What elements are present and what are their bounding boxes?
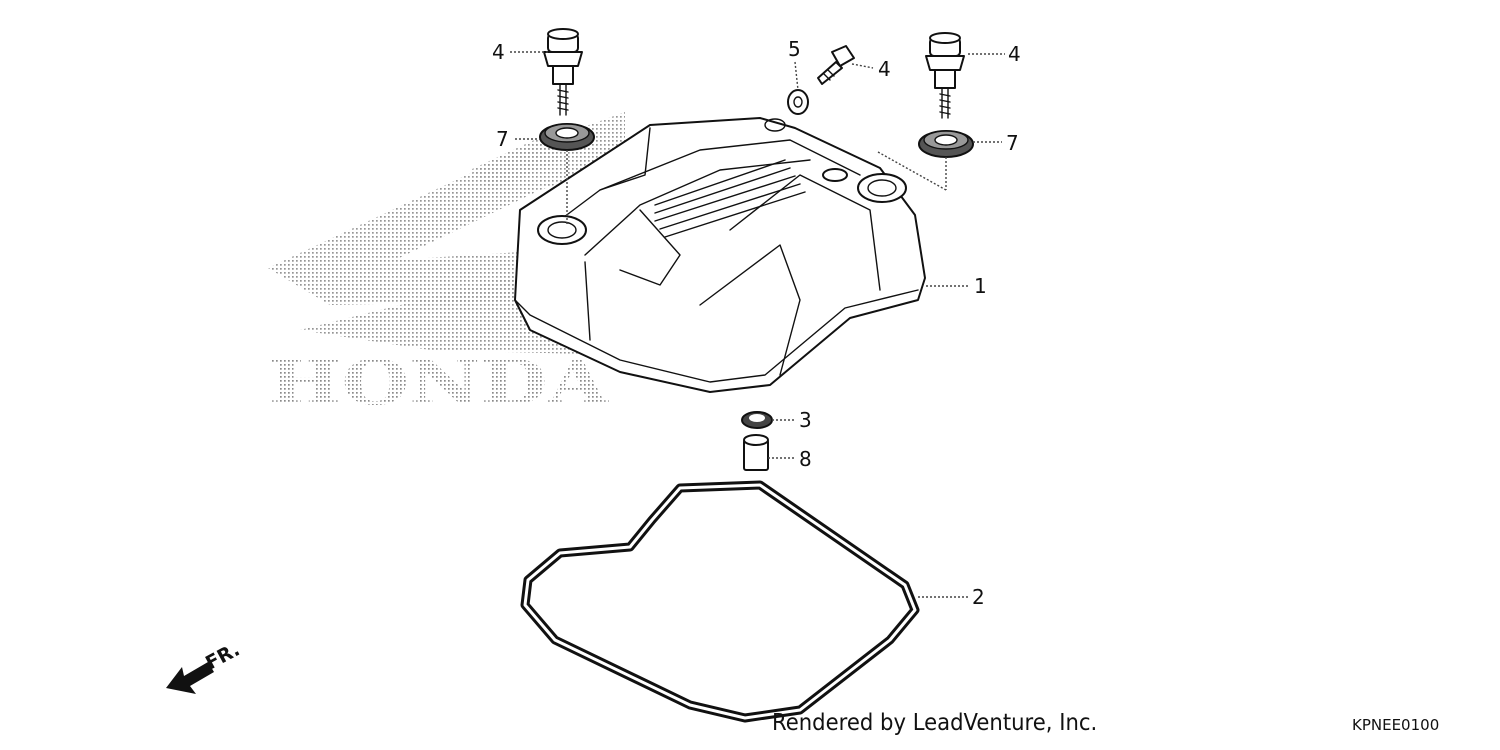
callout-6: 5 [788, 37, 801, 61]
callout-7-left: 7 [496, 127, 509, 151]
seal-ring-right [918, 130, 974, 158]
diagram-code: KPNEE0100 [1352, 716, 1440, 734]
flange-bolt-right [925, 32, 965, 119]
cylinder-head-cover [514, 117, 926, 393]
callout-4-right: 4 [1008, 42, 1021, 66]
callout-1: 1 [974, 274, 987, 298]
leader-lines [510, 51, 1005, 598]
callout-8: 8 [799, 447, 812, 471]
seal-ring-left [539, 123, 595, 151]
render-credit: Rendered by LeadVenture, Inc. [772, 710, 1098, 736]
o-ring [741, 411, 773, 429]
dowel-pin [743, 434, 769, 471]
sealing-washer [787, 89, 809, 115]
honda-watermark-text: HONDA [268, 346, 609, 419]
front-direction-arrow: FR. [166, 638, 243, 694]
callout-2: 2 [972, 585, 985, 609]
flange-bolt-left [543, 28, 583, 116]
callout-7-right: 7 [1006, 131, 1019, 155]
callout-4-left: 4 [492, 40, 505, 64]
small-bolt [817, 45, 855, 85]
head-cover-gasket [520, 480, 920, 723]
callout-5: 4 [878, 57, 891, 81]
callout-3: 3 [799, 408, 812, 432]
